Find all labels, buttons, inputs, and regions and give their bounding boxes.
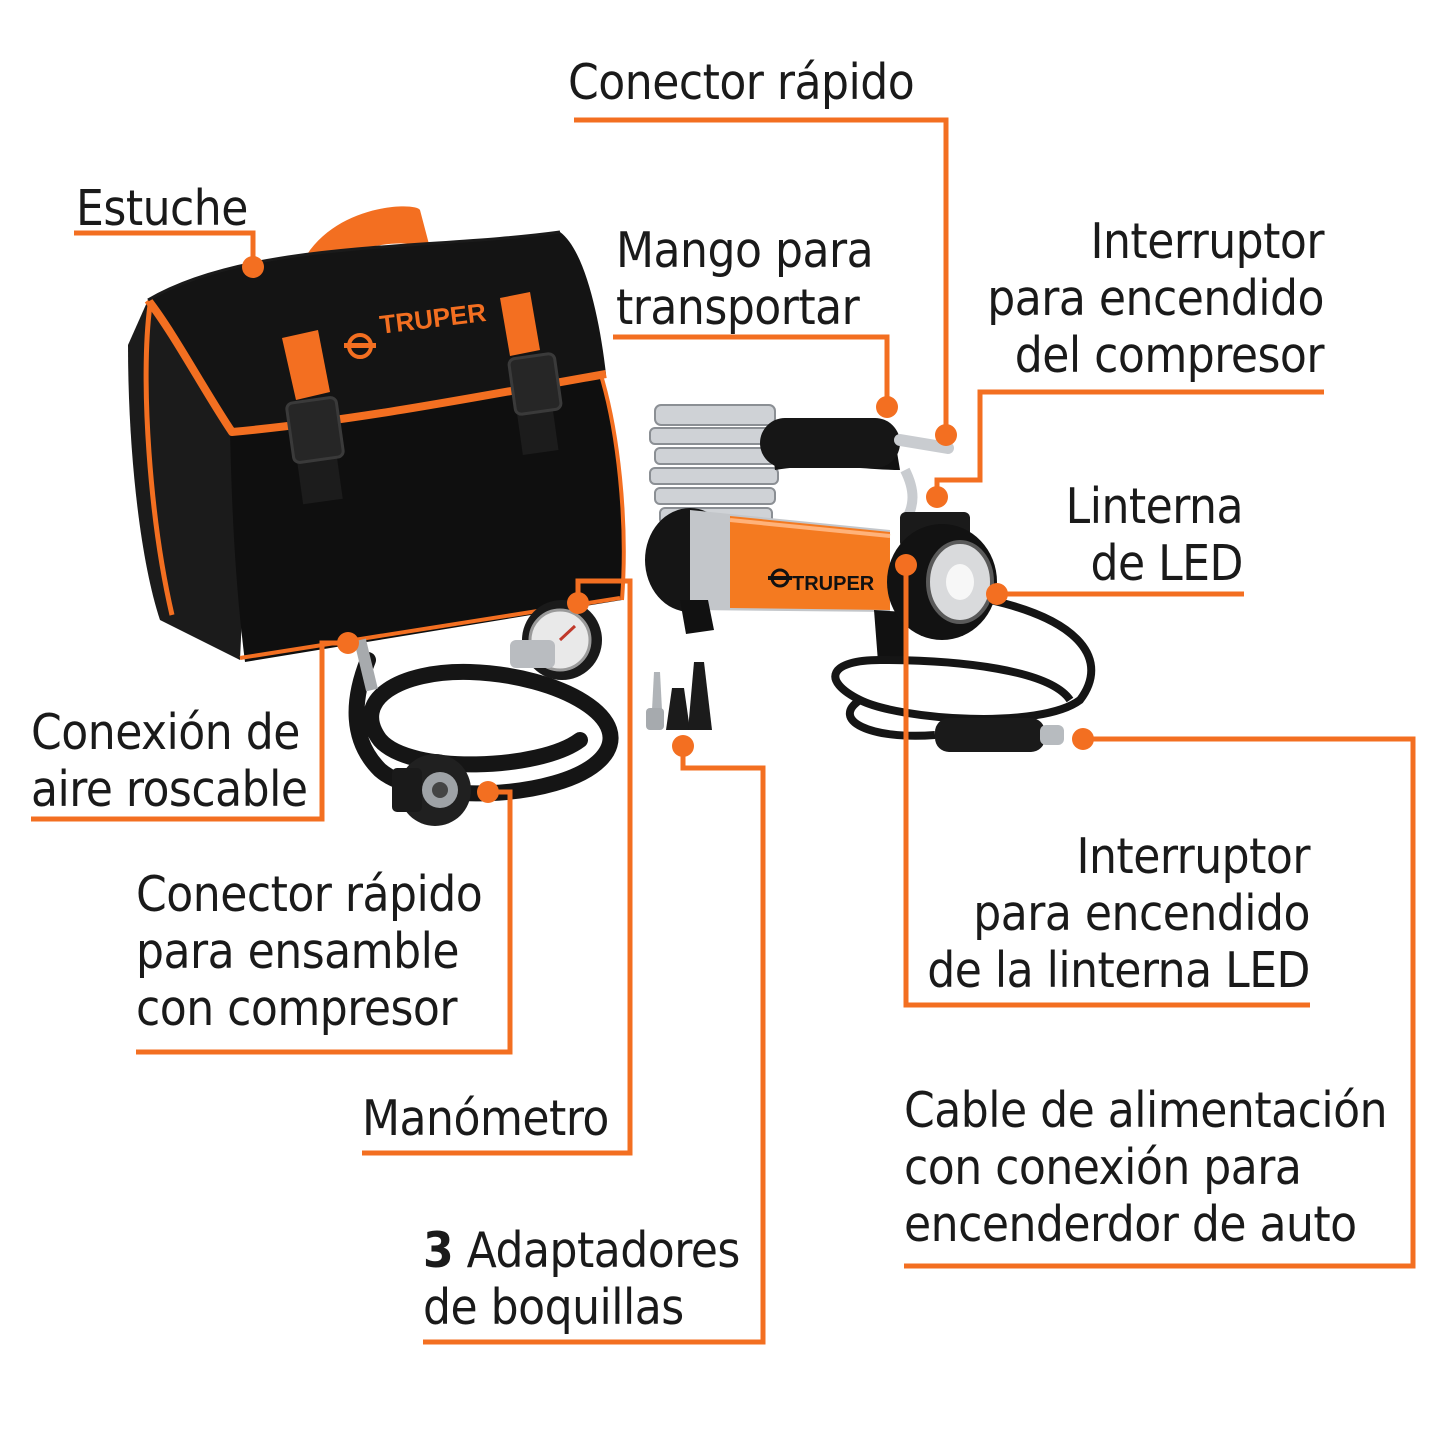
label-adaptadores: 3 Adaptadores de boquillas <box>423 1222 740 1336</box>
compressor-logo-icon <box>768 568 792 588</box>
label-estuche: Estuche <box>76 180 248 237</box>
label-interruptor-linterna: Interruptor para encendido de la lintern… <box>927 828 1310 999</box>
label-linterna-led: Linterna de LED <box>1065 478 1244 592</box>
label-conector-ensamble: Conector rápido para ensamble con compre… <box>136 866 483 1037</box>
hose-and-gauge <box>348 600 619 826</box>
compressor: TRUPER <box>645 404 1096 752</box>
leader-lines <box>31 117 1416 1345</box>
label-manometro: Manómetro <box>362 1090 609 1147</box>
label-conector-rapido: Conector rápido <box>568 54 915 111</box>
carrying-bag <box>128 206 626 662</box>
nozzle-adapters <box>646 662 712 730</box>
svg-text:TRUPER: TRUPER <box>792 573 875 595</box>
bag-logo-icon <box>344 333 376 359</box>
adapter-count: 3 <box>423 1222 454 1279</box>
label-cable: Cable de alimentación con conexión para … <box>904 1082 1388 1253</box>
label-interruptor-compresor: Interruptor para encendido del compresor <box>987 213 1324 384</box>
label-conexion-aire: Conexión de aire roscable <box>31 704 308 818</box>
label-mango: Mango para transportar <box>616 222 874 336</box>
callout-dots <box>242 256 1094 803</box>
